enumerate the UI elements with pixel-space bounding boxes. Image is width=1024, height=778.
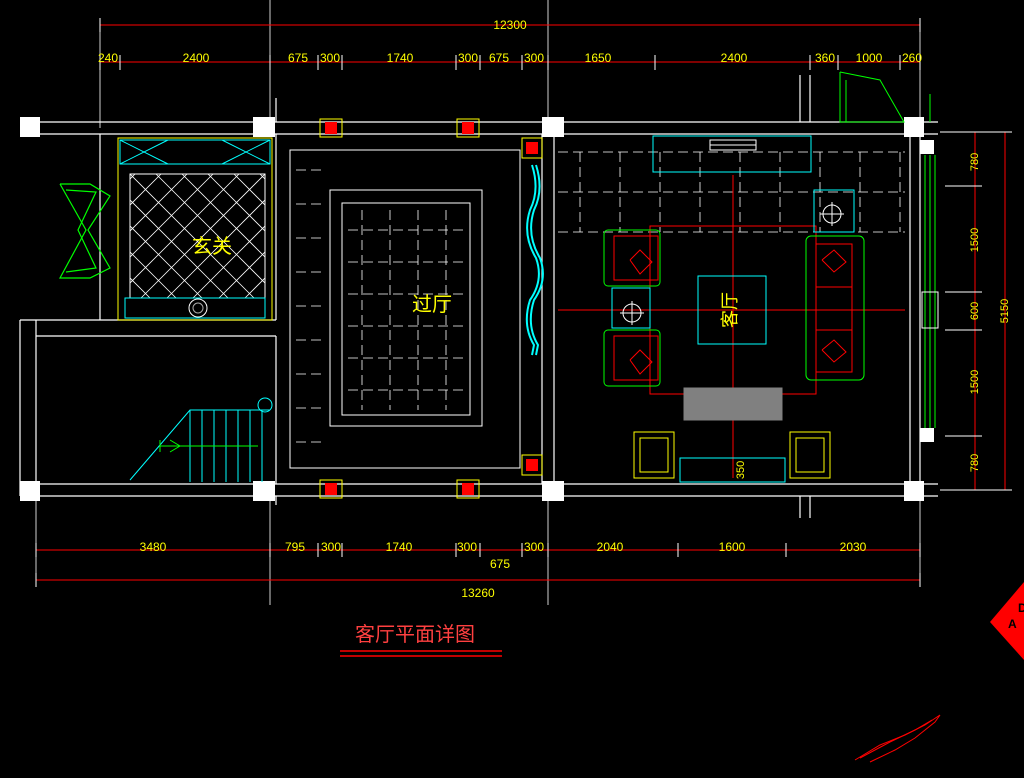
living-floor-grid [558, 151, 905, 233]
dim-bottom-total: 13260 [461, 586, 495, 600]
pilasters [319, 118, 543, 499]
dim-top-12: 260 [902, 51, 922, 65]
dim-top-11: 1000 [856, 51, 883, 65]
dim-top-3: 300 [320, 51, 340, 65]
top-right-door [839, 71, 931, 123]
dim-right-2: 600 [969, 302, 981, 320]
dim-top-7: 300 [524, 51, 544, 65]
dim-bottom-8: 2030 [840, 540, 867, 554]
tile-line [192, 225, 265, 298]
sketch-mark [854, 714, 941, 763]
tile-line [155, 174, 265, 284]
section-tag-letter-d: D [1018, 601, 1024, 615]
bottom-dimensions: 3480 795 300 1740 300 300 2040 1600 2030… [35, 540, 921, 600]
walls [19, 75, 938, 518]
dim-right-total: 5150 [999, 299, 1011, 323]
tile-line [130, 174, 136, 180]
dim-bottom-5: 300 [524, 540, 544, 554]
hall-floor-grid [296, 169, 465, 443]
tile-line [130, 174, 255, 298]
dim-top-2: 675 [288, 51, 308, 65]
wave-screen [525, 164, 544, 356]
tile-line [207, 174, 265, 232]
dim-right-1: 1500 [969, 228, 981, 252]
right-window [921, 155, 939, 428]
room-label-hall: 过厅 [412, 292, 452, 316]
section-tag: A D [990, 582, 1024, 660]
dim-bottom-6: 2040 [597, 540, 624, 554]
dim-bottom-7: 1600 [719, 540, 746, 554]
tile-line [130, 225, 203, 298]
tile-line [140, 174, 265, 298]
tile-line [218, 251, 265, 298]
living-area: 客厅 [558, 135, 905, 483]
entry-area: 玄关 [117, 137, 273, 321]
dim-top-total: 12300 [493, 18, 527, 32]
right-dimensions: 780 1500 600 1500 780 5150 [940, 131, 1012, 491]
dim-top-4: 1740 [387, 51, 414, 65]
dim-top-1: 2400 [183, 51, 210, 65]
dim-top-0: 240 [98, 51, 118, 65]
tile-line [130, 174, 214, 258]
drawing-title: 客厅平面详图 [340, 622, 502, 657]
tile-line [130, 174, 240, 284]
tile-line [166, 199, 265, 298]
dim-bottom-extra: 675 [490, 557, 510, 571]
dim-top-5: 300 [458, 51, 478, 65]
dim-bottom-1: 795 [285, 540, 305, 554]
tile-line [130, 251, 177, 298]
staircase [129, 397, 273, 482]
top-dimensions: 12300 240 2400 675 300 1740 300 675 300 … [98, 18, 922, 70]
room-label-entry: 玄关 [192, 234, 232, 258]
dim-bottom-4: 300 [457, 540, 477, 554]
dim-bottom-3: 1740 [386, 540, 413, 554]
tile-line [130, 174, 162, 206]
dim-right-4: 780 [969, 454, 981, 472]
dim-bottom-0: 3480 [140, 540, 167, 554]
axis-lines [35, 0, 921, 605]
dim-table-gap: 350 [735, 461, 747, 479]
room-label-living: 客厅 [720, 292, 741, 328]
dim-top-9: 2400 [721, 51, 748, 65]
columns [20, 117, 934, 501]
dim-right-0: 780 [969, 153, 981, 171]
entry-door [58, 183, 111, 279]
tile-line [259, 174, 265, 180]
tile-line [181, 174, 265, 258]
tile-line [233, 174, 265, 206]
title-text: 客厅平面详图 [355, 622, 475, 646]
dim-top-10: 360 [815, 51, 835, 65]
tile-line [130, 174, 188, 232]
dim-bottom-2: 300 [321, 540, 341, 554]
tile-line [130, 199, 229, 298]
entry-tile-pattern [130, 174, 265, 298]
tile-line [244, 277, 265, 298]
section-tag-letter-a: A [1008, 617, 1017, 631]
dim-right-3: 1500 [969, 370, 981, 394]
tile-line [130, 277, 151, 298]
hall-area: 过厅 [289, 149, 521, 469]
dim-top-6: 675 [489, 51, 509, 65]
dim-top-8: 1650 [585, 51, 612, 65]
